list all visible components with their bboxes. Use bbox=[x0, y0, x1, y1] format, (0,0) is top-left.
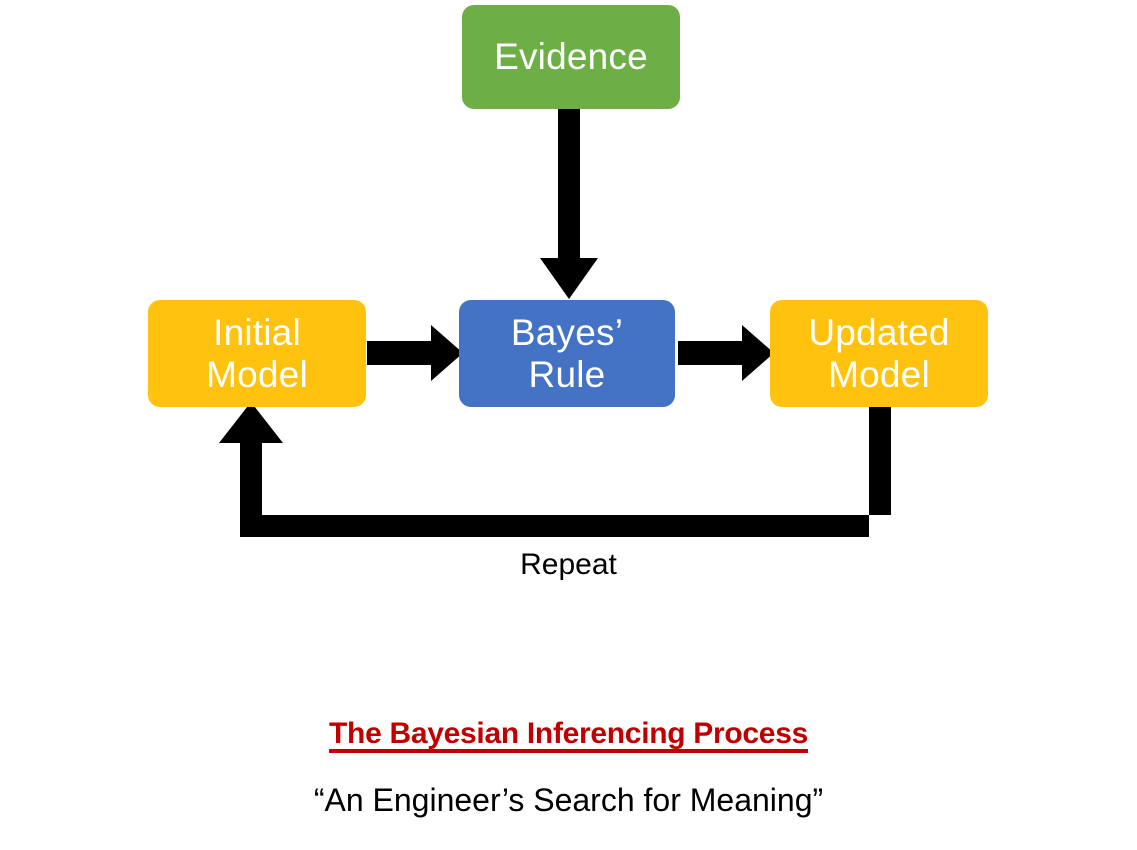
node-evidence[interactable]: Evidence bbox=[462, 5, 680, 109]
diagram-title: The Bayesian Inferencing Process bbox=[329, 717, 808, 750]
node-updated-model[interactable]: Updated Model bbox=[770, 300, 988, 407]
connector-bayes-rule-to-updated-model bbox=[678, 325, 774, 381]
node-initial-model[interactable]: Initial Model bbox=[148, 300, 366, 407]
node-bayes-rule[interactable]: Bayes’ Rule bbox=[459, 300, 675, 407]
edge-label-repeat: Repeat bbox=[520, 548, 617, 581]
connector-initial-model-to-bayes-rule bbox=[367, 325, 463, 381]
connector-evidence-to-bayes-rule bbox=[540, 107, 598, 299]
connector-updated-model-to-initial-model-repeat bbox=[219, 402, 891, 537]
diagram-subtitle: “An Engineer’s Search for Meaning” bbox=[313, 782, 824, 818]
